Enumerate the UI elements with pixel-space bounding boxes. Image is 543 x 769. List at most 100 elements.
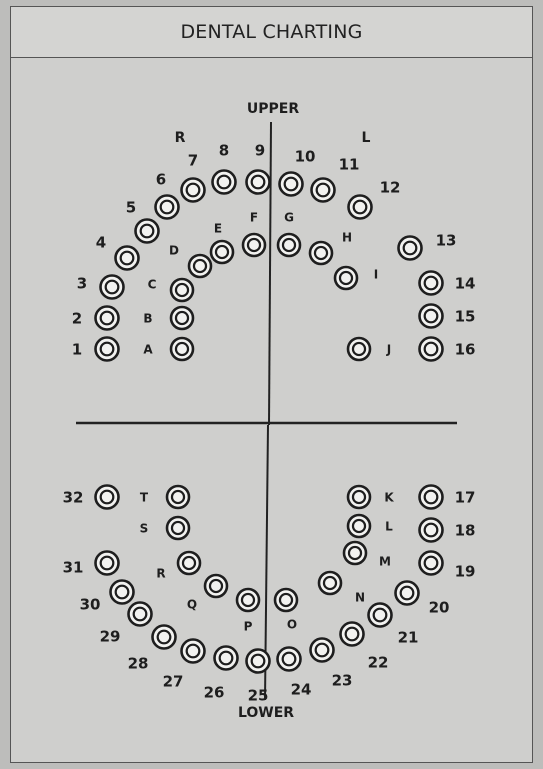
tooth-D-label: D bbox=[169, 243, 179, 257]
tooth-18[interactable] bbox=[420, 519, 443, 542]
tooth-K[interactable] bbox=[348, 486, 370, 508]
tooth-27[interactable] bbox=[182, 640, 205, 663]
tooth-17-label: 17 bbox=[455, 488, 476, 506]
tooth-5[interactable] bbox=[136, 220, 159, 243]
tooth-14[interactable] bbox=[420, 272, 443, 295]
tooth-32-label: 32 bbox=[63, 488, 84, 506]
tooth-23[interactable] bbox=[311, 639, 334, 662]
tooth-9[interactable] bbox=[247, 171, 270, 194]
tooth-9-label: 9 bbox=[255, 141, 265, 159]
tooth-C-label: C bbox=[148, 277, 157, 291]
tooth-L[interactable] bbox=[348, 515, 370, 537]
tooth-K-label: K bbox=[384, 490, 394, 504]
tooth-7-label: 7 bbox=[188, 151, 198, 169]
tooth-J-label: J bbox=[386, 342, 391, 356]
tooth-R-label: R bbox=[156, 566, 165, 580]
tooth-12[interactable] bbox=[349, 196, 372, 219]
tooth-17[interactable] bbox=[420, 486, 443, 509]
tooth-4-label: 4 bbox=[96, 233, 106, 251]
tooth-M[interactable] bbox=[344, 542, 366, 564]
tooth-G[interactable] bbox=[278, 234, 300, 256]
tooth-1[interactable] bbox=[96, 338, 119, 361]
tooth-22-label: 22 bbox=[368, 653, 389, 671]
tooth-G-label: G bbox=[284, 210, 294, 224]
tooth-2[interactable] bbox=[96, 307, 119, 330]
tooth-P-label: P bbox=[244, 619, 253, 633]
tooth-2-label: 2 bbox=[72, 309, 82, 327]
tooth-J[interactable] bbox=[348, 338, 370, 360]
tooth-15[interactable] bbox=[420, 305, 443, 328]
tooth-26[interactable] bbox=[215, 647, 238, 670]
tooth-6[interactable] bbox=[156, 196, 179, 219]
tooth-B-label: B bbox=[143, 311, 152, 325]
tooth-10-label: 10 bbox=[295, 147, 316, 165]
tooth-16[interactable] bbox=[420, 338, 443, 361]
tooth-30-label: 30 bbox=[80, 595, 101, 613]
tooth-H-label: H bbox=[342, 230, 352, 244]
tooth-I-label: I bbox=[374, 267, 378, 281]
tooth-S[interactable] bbox=[167, 517, 189, 539]
tooth-5-label: 5 bbox=[126, 198, 136, 216]
tooth-F-label: F bbox=[250, 210, 258, 224]
tooth-14-label: 14 bbox=[455, 274, 476, 292]
tooth-O[interactable] bbox=[275, 589, 297, 611]
tooth-S-label: S bbox=[140, 521, 149, 535]
tooth-Q-label: Q bbox=[187, 597, 197, 611]
tooth-T[interactable] bbox=[167, 486, 189, 508]
tooth-28-label: 28 bbox=[128, 654, 149, 672]
tooth-6-label: 6 bbox=[156, 170, 166, 188]
upper-label: UPPER bbox=[247, 101, 299, 117]
tooth-10[interactable] bbox=[280, 173, 303, 196]
tooth-M-label: M bbox=[379, 554, 391, 568]
tooth-21[interactable] bbox=[369, 604, 392, 627]
tooth-A-label: A bbox=[143, 342, 153, 356]
tooth-23-label: 23 bbox=[332, 671, 353, 689]
tooth-P[interactable] bbox=[237, 589, 259, 611]
tooth-7[interactable] bbox=[182, 179, 205, 202]
tooth-4[interactable] bbox=[116, 247, 139, 270]
tooth-20-label: 20 bbox=[429, 598, 450, 616]
tooth-11[interactable] bbox=[312, 179, 335, 202]
tooth-24[interactable] bbox=[278, 648, 301, 671]
tooth-F[interactable] bbox=[243, 234, 265, 256]
tooth-N[interactable] bbox=[319, 572, 341, 594]
tooth-30[interactable] bbox=[111, 581, 134, 604]
tooth-18-label: 18 bbox=[455, 521, 476, 539]
tooth-R[interactable] bbox=[178, 552, 200, 574]
tooth-15-label: 15 bbox=[455, 307, 476, 325]
tooth-E[interactable] bbox=[211, 241, 233, 263]
tooth-13[interactable] bbox=[399, 237, 422, 260]
tooth-31[interactable] bbox=[96, 552, 119, 575]
tooth-22[interactable] bbox=[341, 623, 364, 646]
tooth-N-label: N bbox=[355, 590, 365, 604]
tooth-D[interactable] bbox=[189, 255, 211, 277]
tooth-21-label: 21 bbox=[398, 628, 419, 646]
tooth-Q[interactable] bbox=[205, 575, 227, 597]
tooth-E-label: E bbox=[214, 221, 222, 235]
tooth-26-label: 26 bbox=[204, 683, 225, 701]
tooth-8[interactable] bbox=[213, 171, 236, 194]
tooth-32[interactable] bbox=[96, 486, 119, 509]
tooth-B[interactable] bbox=[171, 307, 193, 329]
tooth-25[interactable] bbox=[247, 650, 270, 673]
tooth-29[interactable] bbox=[129, 603, 152, 626]
tooth-A[interactable] bbox=[171, 338, 193, 360]
tooth-28[interactable] bbox=[153, 626, 176, 649]
tooth-3[interactable] bbox=[101, 276, 124, 299]
tooth-20[interactable] bbox=[396, 582, 419, 605]
tooth-31-label: 31 bbox=[63, 558, 84, 576]
tooth-27-label: 27 bbox=[163, 672, 184, 690]
tooth-H[interactable] bbox=[310, 242, 332, 264]
tooth-19[interactable] bbox=[420, 552, 443, 575]
tooth-I[interactable] bbox=[335, 267, 357, 289]
right-side-label: R bbox=[175, 130, 186, 146]
midline-upper bbox=[269, 122, 271, 425]
tooth-T-label: T bbox=[140, 490, 149, 504]
tooth-16-label: 16 bbox=[455, 340, 476, 358]
tooth-19-label: 19 bbox=[455, 562, 476, 580]
tooth-C[interactable] bbox=[171, 279, 193, 301]
tooth-11-label: 11 bbox=[339, 155, 360, 173]
tooth-29-label: 29 bbox=[100, 627, 121, 645]
left-side-label: L bbox=[362, 130, 371, 146]
